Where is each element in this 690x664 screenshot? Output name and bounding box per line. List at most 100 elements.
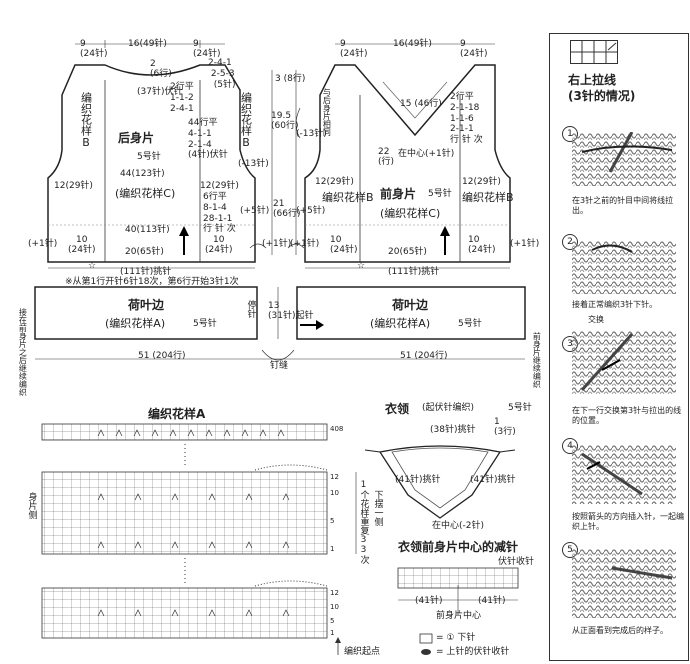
pattern-a-r12b: 12 [330,589,339,597]
ruffle-back-needle: 5号针 [193,319,217,329]
ruffle-front-width: 51 (204行) [400,351,448,361]
pattern-a-grid-top [41,423,328,441]
panel-title: 右上拉线 [568,73,617,87]
ruffle-front-pattern: (编织花样A) [370,317,431,330]
front-star: ☆ [357,261,366,271]
ruffle-back-width: 51 (204行) [138,351,186,361]
front-left-pattern: 编织花样B [322,191,374,204]
yarn-needle-icon [572,240,676,294]
front-dim-right: 9(24针) [460,39,488,59]
step-caption: 从正面看到完成后的样子。 [572,626,668,635]
ruffle-height: 13(31针)起针 [268,301,314,321]
back-plus1-left: (+1针) [28,239,58,249]
step-caption: 接着正常编织3针下针。 [572,300,658,309]
pattern-a-repeat: 1个花样重复33次 [358,480,369,564]
back-plus1-right: (+1针) [262,239,292,249]
ruffle-front-needle: 5号针 [458,319,482,329]
ruffle-stop: 停针 [245,300,256,318]
dec-chart-bind: 伏针收针 [498,557,535,567]
back-title: 后身片 [118,131,155,145]
back-row-top: 2(6行) [150,59,172,79]
front-plus1-right: (+1针) [510,239,540,249]
pattern-a-side: 身片侧 [26,492,37,519]
dec-chart-right: (41针) [478,596,506,606]
pattern-a-r10b: 10 [330,603,339,611]
pattern-a-grid-bot [41,587,328,639]
back-needle: 5号针 [137,152,161,162]
back-lower-width: 40(113针) [125,225,170,235]
step-3: 交换 3 在下一行交换第3针与拉出的线的位置。 [558,315,682,436]
pattern-a-title: 编织花样A [148,407,206,421]
back-pickup: (111针)挑针 [120,267,172,277]
pattern-a-start: 编织起点 [344,647,381,657]
ruffle-right-note: 前身片继续编织 [532,332,542,388]
pattern-a-r1b: 1 [330,629,335,637]
ruffle-front-title: 荷叶边 [392,298,429,312]
back-dim-left: 9(24针) [80,39,108,59]
mid-v1: 3 (8行) [275,74,306,84]
mid-minus13: (-13针) [296,129,327,139]
front-body-outline [304,64,511,263]
mid-v2: 19.5(60行) [271,111,299,131]
back-right-pattern: 编织花样B [239,92,253,149]
step-2: 2 接着正常编织3针下针。 [558,230,682,330]
back-dim-right: 9(24针) [193,39,221,59]
back-plus5: (+5针) [240,206,270,216]
panel-subtitle: (3针的情况) [568,89,636,103]
front-pattern-c: (编织花样C) [380,207,441,220]
back-body-outline [47,64,256,263]
ruffle-back-title: 荷叶边 [128,298,165,312]
front-neck-rows: 15 (46行) [400,99,442,109]
front-title: 前身片 [380,187,417,201]
yarn-needle-icon [572,444,676,504]
front-row22: 22(行) [378,147,395,167]
back-center-bind: (37针)伏针 [137,87,183,97]
legend-knit: = ① 下针 [436,633,476,643]
back-minus13: (-13针) [238,159,269,169]
back-bottom-left: 10(24针) [68,235,96,255]
collar-shape [378,445,502,519]
collar-title: 衣领 [385,402,410,416]
step-4: 4 按照箭头的方向插入针，一起编织上针。 [558,434,684,544]
back-shoulder: 2-4-1 2-5-3 (5针) [208,58,236,90]
back-bottom-right: 10(24针) [205,235,233,255]
pattern-a-r5b: 5 [330,617,335,625]
right-cross-symbol-icon [570,40,618,64]
back-pattern-c: (编织花样C) [115,187,176,200]
legend-bind: = 上针的伏针收针 [436,647,510,657]
yarn-needle-icon [572,548,676,618]
collar-needle: 5号针 [508,403,532,413]
step-5: 5 从正面看到完成后的样子。 [558,538,682,658]
front-plus1-left: (+1针) [290,239,320,249]
back-side-right: 12(29针) [200,181,239,191]
pattern-a-grid-mid [41,471,328,555]
pattern-a-row-top: 408 [330,425,344,433]
front-bottom-mid: 20(65针) [388,247,427,257]
step-caption: 在3针之前的针目中间将线拉出。 [572,196,674,215]
yarn-needle-icon [572,330,676,394]
front-bottom-left: 10(24针) [330,235,358,255]
back-dim-mid: 16(49针) [128,39,167,49]
pattern-a-r10: 10 [330,489,339,497]
dec-chart-left: (41针) [415,596,443,606]
ruffle-back-rect [34,286,258,340]
front-bottom-right: 10(24针) [468,235,496,255]
step-caption: 在下一行交换第3针与拉出的线的位置。 [572,406,682,425]
front-dim-mid: 16(49针) [393,39,432,49]
back-note: ※从第1行开针6针18次，第6行开始3针1次 [65,277,239,287]
front-right-pattern: 编织花样B [462,191,514,204]
collar-center: 在中心(-2针) [432,521,484,531]
front-dim-left: 9(24针) [340,39,368,59]
back-side-left: 12(29针) [54,181,93,191]
front-side-right: 12(29针) [462,177,501,187]
front-side-left: 12(29针) [315,177,354,187]
collar-subtitle: (起伏针编织) [422,403,475,413]
mid-v3: 21(66行) [273,199,301,219]
collar-rows: 1(3行) [494,417,516,437]
yarn-needle-icon [572,132,676,186]
collar-back-pick: (38针)挑针 [430,425,476,435]
